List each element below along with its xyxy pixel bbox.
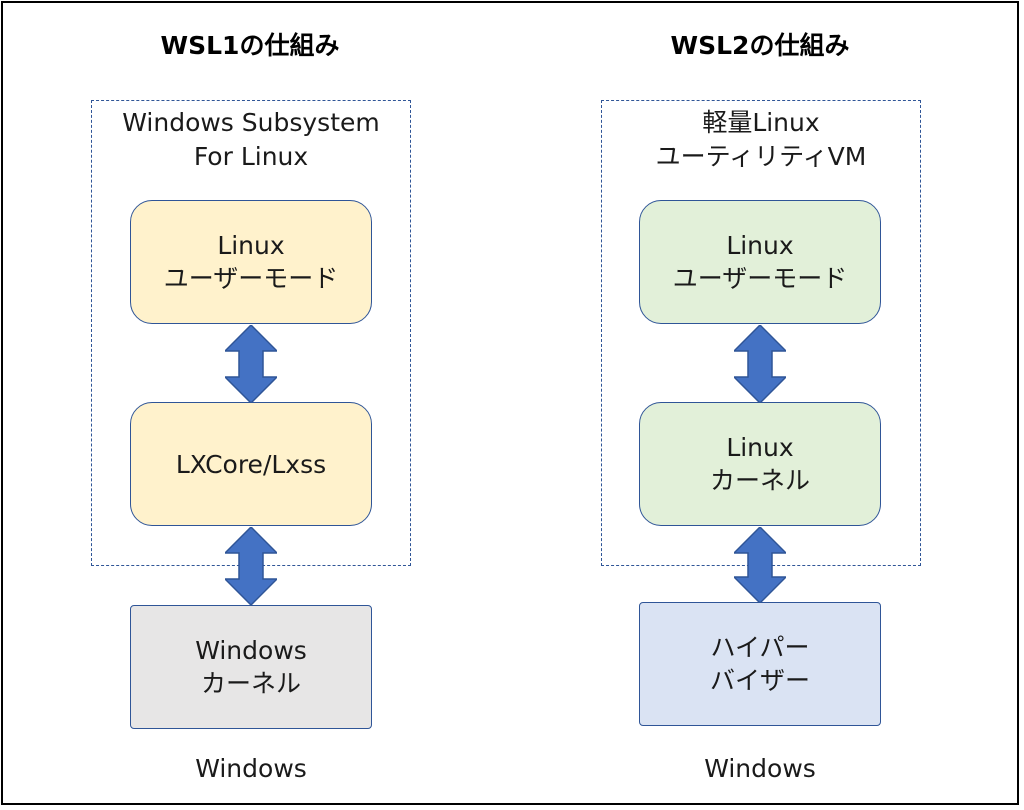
wsl2-container-label: 軽量Linux ユーティリティVM [601,106,921,174]
wsl1-container-label-line2: For Linux [193,142,309,171]
wsl2-linux-kernel-box: Linux カーネル [639,402,881,526]
wsl1-container-label-line1: Windows Subsystem [122,108,380,137]
wsl2-hypervisor-box: ハイパー バイザー [639,602,881,726]
wsl2-usermode-line2: ユーザーモード [672,264,848,293]
wsl1-upper-double-arrow [225,325,277,403]
wsl1-kernel-line2: カーネル [200,669,301,698]
wsl1-usermode-line2: ユーザーモード [163,264,339,293]
wsl2-upper-double-arrow [734,325,786,403]
wsl1-bottom-label: Windows [195,754,307,783]
wsl2-kernel-line1: Linux [726,433,794,462]
wsl1-container-label: Windows Subsystem For Linux [91,106,411,174]
wsl1-usermode-line1: Linux [217,231,285,260]
wsl1-lower-double-arrow [225,527,277,605]
wsl2-container-label-line1: 軽量Linux [702,108,820,137]
wsl1-lxcore-box: LXCore/Lxss [130,402,372,526]
wsl2-bottom-label: Windows [704,754,816,783]
wsl2-kernel-line2: カーネル [709,466,810,495]
wsl1-windows-kernel-box: Windows カーネル [130,605,372,729]
wsl2-usermode-line1: Linux [726,231,794,260]
wsl1-lxcore-label: LXCore/Lxss [175,449,327,479]
wsl2-linux-usermode-box: Linux ユーザーモード [639,200,881,324]
wsl1-heading: WSL1の仕組み [160,31,340,60]
wsl2-hypervisor-line1: ハイパー [710,633,810,662]
wsl2-heading: WSL2の仕組み [670,31,850,60]
wsl1-linux-usermode-box: Linux ユーザーモード [130,200,372,324]
wsl2-container-label-line2: ユーティリティVM [655,142,867,171]
wsl2-lower-double-arrow [734,527,786,603]
wsl1-kernel-line1: Windows [195,636,307,665]
wsl2-hypervisor-line2: バイザー [709,666,810,695]
